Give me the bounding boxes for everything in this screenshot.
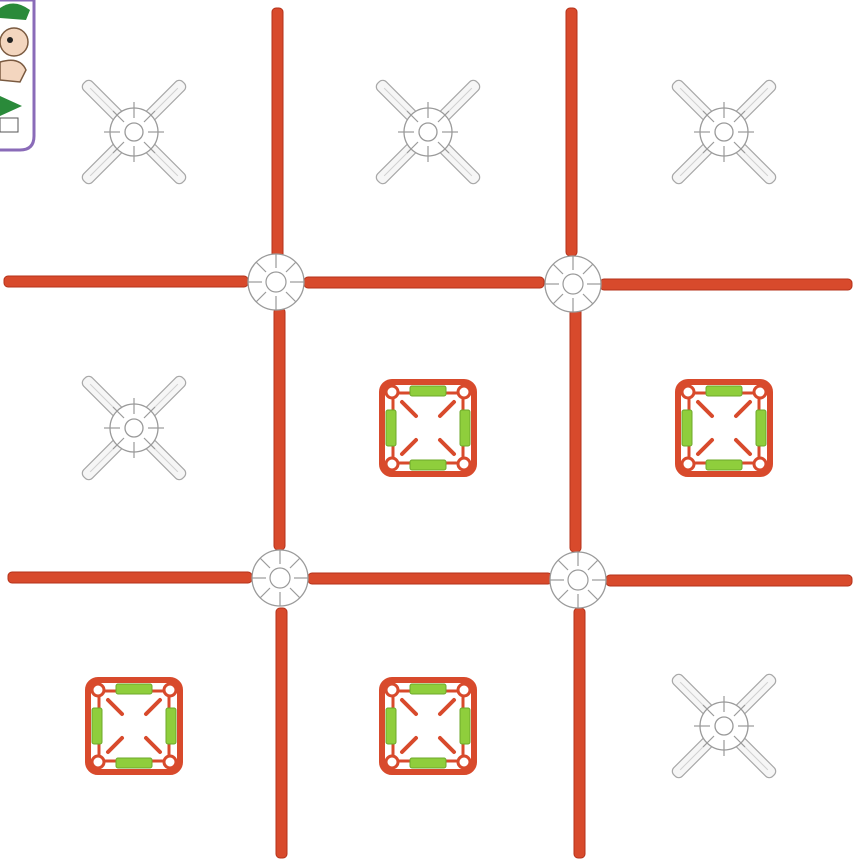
cartoon-mascot-icon	[0, 0, 34, 150]
white-x-piece-icon	[670, 78, 777, 185]
white-x-piece-icon	[80, 78, 187, 185]
rod-vertical-right	[566, 8, 585, 858]
rod-horizontal-bottom	[8, 572, 852, 586]
white-x-piece-icon	[374, 78, 481, 185]
rod-horizontal-top	[4, 276, 852, 290]
red-green-square-piece-icon	[88, 680, 180, 772]
red-green-square-piece-icon	[382, 382, 474, 474]
white-hub-connector-icon	[550, 552, 606, 608]
pieces-layer	[80, 78, 777, 779]
rod-vertical-left	[272, 8, 287, 858]
white-hub-connector-icon	[252, 550, 308, 606]
white-hub-connector-icon	[545, 256, 601, 312]
white-x-piece-icon	[670, 672, 777, 779]
red-green-square-piece-icon	[382, 680, 474, 772]
red-green-square-piece-icon	[678, 382, 770, 474]
white-x-piece-icon	[80, 374, 187, 481]
white-hub-connector-icon	[248, 254, 304, 310]
